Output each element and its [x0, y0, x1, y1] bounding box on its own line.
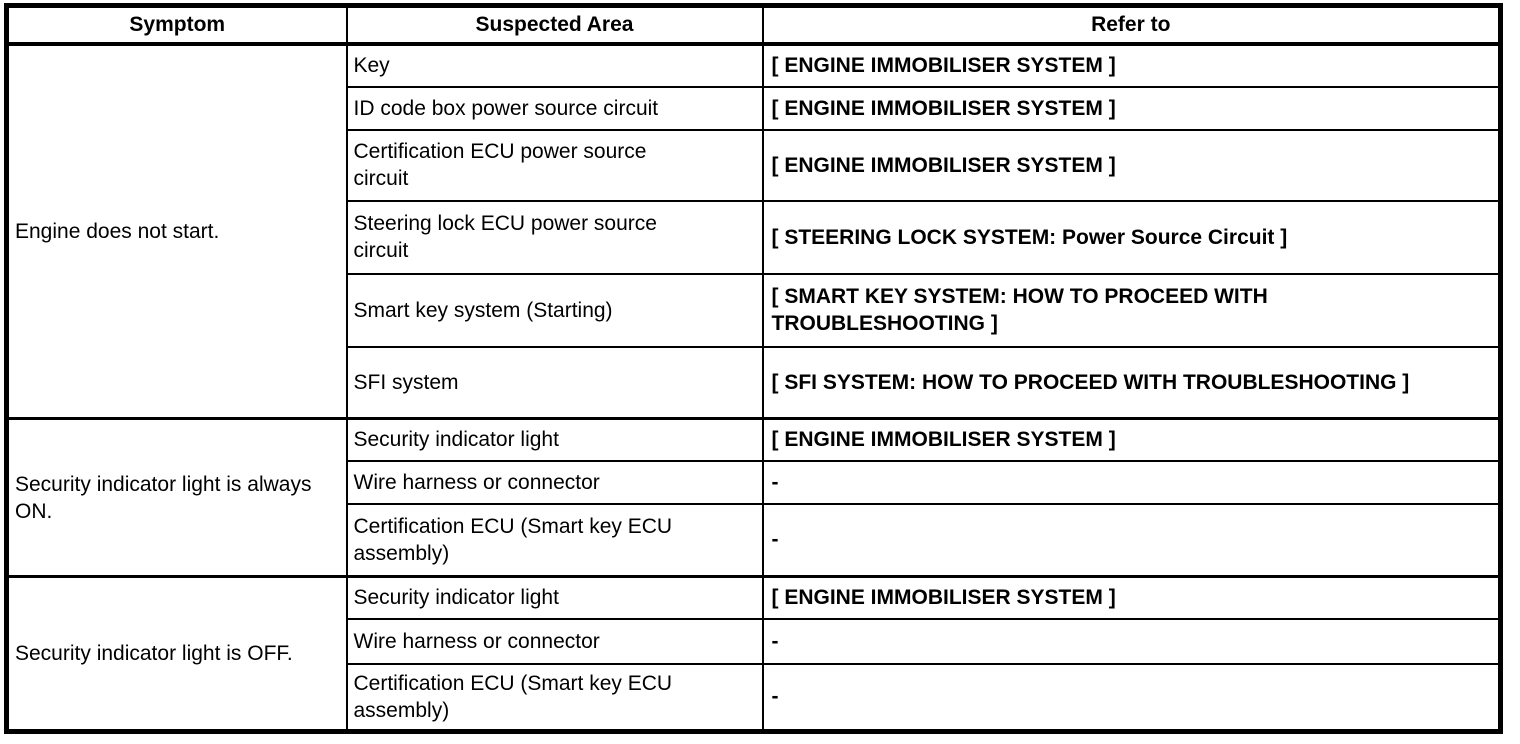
suspected-area-cell: SFI system — [345, 345, 764, 420]
refer-to-cell: [ ENGINE IMMOBILISER SYSTEM ] — [761, 128, 1502, 202]
refer-to-cell: [ SMART KEY SYSTEM: HOW TO PROCEED WITH … — [761, 272, 1502, 348]
refer-link[interactable]: [ ENGINE IMMOBILISER SYSTEM ] — [771, 428, 1116, 452]
refer-to-cell: [ STEERING LOCK SYSTEM: Power Source Cir… — [761, 199, 1502, 275]
suspected-area-cell: Wire harness or connector — [345, 617, 764, 665]
refer-to-cell: [ ENGINE IMMOBILISER SYSTEM ] — [761, 85, 1502, 131]
table-row: Certification ECU (Smart key ECU assembl… — [7, 502, 1502, 578]
refer-to-cell: - — [761, 459, 1502, 505]
suspected-area-cell: ID code box power source circuit — [345, 85, 764, 131]
suspected-area-cell: Certification ECU power source circuit — [345, 128, 764, 202]
symptom-cell-light-off: Security indicator light is OFF. — [5, 575, 348, 733]
suspected-area-text: Security indicator light — [353, 586, 559, 610]
refer-to-cell: - — [761, 502, 1502, 578]
suspected-area-text: Smart key system (Starting) — [353, 298, 613, 322]
suspected-area-cell: Security indicator light — [345, 417, 764, 462]
symptom-text: Security indicator light is always ON. — [15, 472, 312, 523]
table-row: Engine does not start. Key [ ENGINE IMMO… — [5, 42, 1502, 420]
symptom-text: Engine does not start. — [15, 219, 220, 243]
refer-link[interactable]: [ ENGINE IMMOBILISER SYSTEM ] — [771, 54, 1116, 77]
refer-dash: - — [771, 685, 779, 709]
suspected-area-text: Wire harness or connector — [353, 629, 600, 653]
refer-dash: - — [771, 629, 779, 653]
refer-dash: - — [771, 528, 779, 552]
suspected-area-text: Steering lock ECU power source circuit — [353, 212, 657, 262]
suspected-area-cell: Wire harness or connector — [345, 459, 764, 505]
table-row: Certification ECU power source circuit [… — [7, 128, 1502, 202]
column-header-symptom: Symptom — [5, 4, 348, 46]
table-header-row: Symptom Suspected Area Refer to — [5, 4, 1502, 46]
table-row: Certification ECU (Smart key ECU assembl… — [7, 662, 1502, 733]
table-row: Security indicator light is always ON. S… — [5, 417, 1502, 578]
refer-dash: - — [771, 470, 779, 494]
suspected-area-text: Certification ECU (Smart key ECU assembl… — [353, 671, 673, 722]
refer-link[interactable]: [ ENGINE IMMOBILISER SYSTEM ] — [771, 586, 1116, 610]
suspected-area-text: Certification ECU (Smart key ECU assembl… — [353, 514, 673, 565]
refer-link[interactable]: [ SFI SYSTEM: HOW TO PROCEED WITH TROUBL… — [771, 370, 1410, 394]
refer-to-cell: - — [761, 662, 1502, 733]
suspected-area-cell: Key — [345, 42, 764, 88]
refer-link[interactable]: [ ENGINE IMMOBILISER SYSTEM ] — [771, 153, 1116, 177]
refer-to-cell: - — [761, 617, 1502, 665]
suspected-area-text: Key — [353, 54, 390, 77]
table-row: Steering lock ECU power source circuit [… — [7, 199, 1502, 275]
suspected-area-text: Certification ECU power source circuit — [353, 140, 647, 190]
refer-to-cell: [ ENGINE IMMOBILISER SYSTEM ] — [761, 575, 1502, 620]
table-row: Wire harness or connector - — [7, 459, 1502, 505]
refer-link[interactable]: [ ENGINE IMMOBILISER SYSTEM ] — [771, 96, 1116, 120]
suspected-area-text: ID code box power source circuit — [353, 96, 659, 120]
table-row: Security indicator light is OFF. Securit… — [5, 575, 1502, 733]
suspected-area-cell: Steering lock ECU power source circuit — [345, 199, 764, 275]
table-row: SFI system [ SFI SYSTEM: HOW TO PROCEED … — [7, 345, 1502, 420]
table-row: Smart key system (Starting) [ SMART KEY … — [7, 272, 1502, 348]
column-header-suspected-area: Suspected Area — [345, 4, 764, 46]
symptom-cell-engine-does-not-start: Engine does not start. — [5, 42, 348, 420]
symptom-cell-light-always-on: Security indicator light is always ON. — [5, 417, 348, 578]
column-header-refer-to: Refer to — [761, 4, 1502, 46]
suspected-area-cell: Certification ECU (Smart key ECU assembl… — [345, 502, 764, 578]
suspected-area-cell: Certification ECU (Smart key ECU assembl… — [345, 662, 764, 733]
refer-link[interactable]: [ SMART KEY SYSTEM: HOW TO PROCEED WITH … — [771, 285, 1268, 335]
troubleshooting-table: Symptom Suspected Area Refer to Engine d… — [4, 3, 1503, 734]
suspected-area-text: SFI system — [353, 370, 459, 394]
table-row: Wire harness or connector - — [7, 617, 1502, 665]
table-row: ID code box power source circuit [ ENGIN… — [7, 85, 1502, 131]
refer-to-cell: [ ENGINE IMMOBILISER SYSTEM ] — [761, 417, 1502, 462]
suspected-area-cell: Security indicator light — [345, 575, 764, 620]
refer-link[interactable]: [ STEERING LOCK SYSTEM: Power Source Cir… — [771, 225, 1288, 249]
refer-to-cell: [ ENGINE IMMOBILISER SYSTEM ] — [761, 42, 1502, 88]
symptom-text: Security indicator light is OFF. — [15, 642, 293, 665]
refer-to-cell: [ SFI SYSTEM: HOW TO PROCEED WITH TROUBL… — [761, 345, 1502, 420]
suspected-area-text: Wire harness or connector — [353, 470, 600, 494]
suspected-area-cell: Smart key system (Starting) — [345, 272, 764, 348]
suspected-area-text: Security indicator light — [353, 428, 559, 452]
